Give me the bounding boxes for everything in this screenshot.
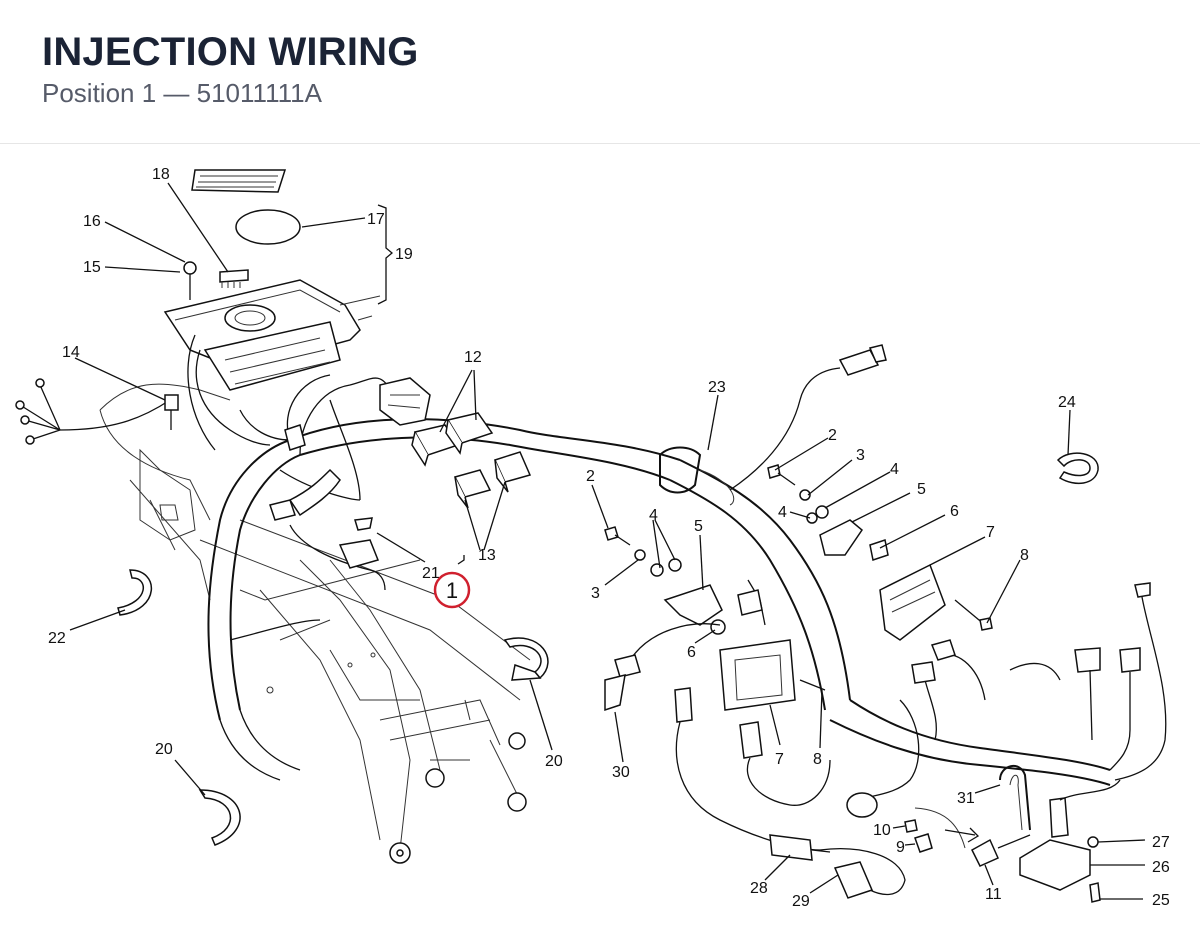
callout-15: 15 [83,259,101,276]
callout-25: 25 [1152,892,1170,909]
callout-17: 17 [367,211,385,228]
callout-4c: 4 [649,507,658,524]
right-side-components [604,344,1167,903]
relays [411,412,532,509]
callout-9: 9 [896,839,905,856]
control-unit-assembly [163,169,381,391]
callout-6b: 6 [687,644,696,661]
selected-position-circle[interactable] [433,571,471,609]
leader-lines [69,182,1146,900]
callout-6a: 6 [950,503,959,520]
callout-2b: 2 [586,468,595,485]
callout-30: 30 [612,764,630,781]
position-1-highlight[interactable]: 1 [433,571,471,609]
callout-29: 29 [792,893,810,910]
callout-28: 28 [750,880,768,897]
callout-26: 26 [1152,859,1170,876]
page-header: INJECTION WIRING Position 1 — 51011111A [0,0,1200,144]
callout-5a: 5 [917,481,926,498]
callout-7a: 7 [986,524,995,541]
callout-21: 21 [422,565,440,582]
position-1-label: 1 [446,578,458,603]
callout-24: 24 [1058,394,1076,411]
callout-8a: 8 [1020,547,1029,564]
callout-11: 11 [985,886,1002,903]
callout-20b: 20 [545,753,563,770]
page-title: INJECTION WIRING [42,30,419,74]
callout-13: 13 [478,547,496,564]
callout-3b: 3 [591,585,600,602]
callout-12: 12 [464,349,482,366]
callout-19: 19 [395,246,413,263]
callout-8b: 8 [813,751,822,768]
callout-27: 27 [1152,834,1170,851]
callout-23: 23 [708,379,726,396]
clamps [117,452,1099,846]
callout-16: 16 [83,213,101,230]
callout-3a: 3 [856,447,865,464]
callout-20a: 20 [155,741,173,758]
callout-4a: 4 [890,461,899,478]
callout-31: 31 [957,790,975,807]
callout-4b: 4 [778,504,787,521]
callout-2a: 2 [828,427,837,444]
callout-7b: 7 [775,751,784,768]
callout-labels: 18 16 17 19 15 14 12 23 24 2 3 4 2 5 4 4… [48,166,1170,910]
callout-5b: 5 [694,518,703,535]
page-subtitle: Position 1 — 51011111A [42,78,322,108]
frame-structure [99,383,531,864]
callout-10: 10 [873,822,891,839]
callout-22: 22 [48,630,66,647]
exploded-parts-diagram: 18 16 17 19 15 14 12 23 24 2 3 4 2 5 4 4… [15,166,1170,910]
callout-18: 18 [152,166,170,183]
main-wiring-harness [15,334,1111,786]
callout-14: 14 [62,344,80,361]
